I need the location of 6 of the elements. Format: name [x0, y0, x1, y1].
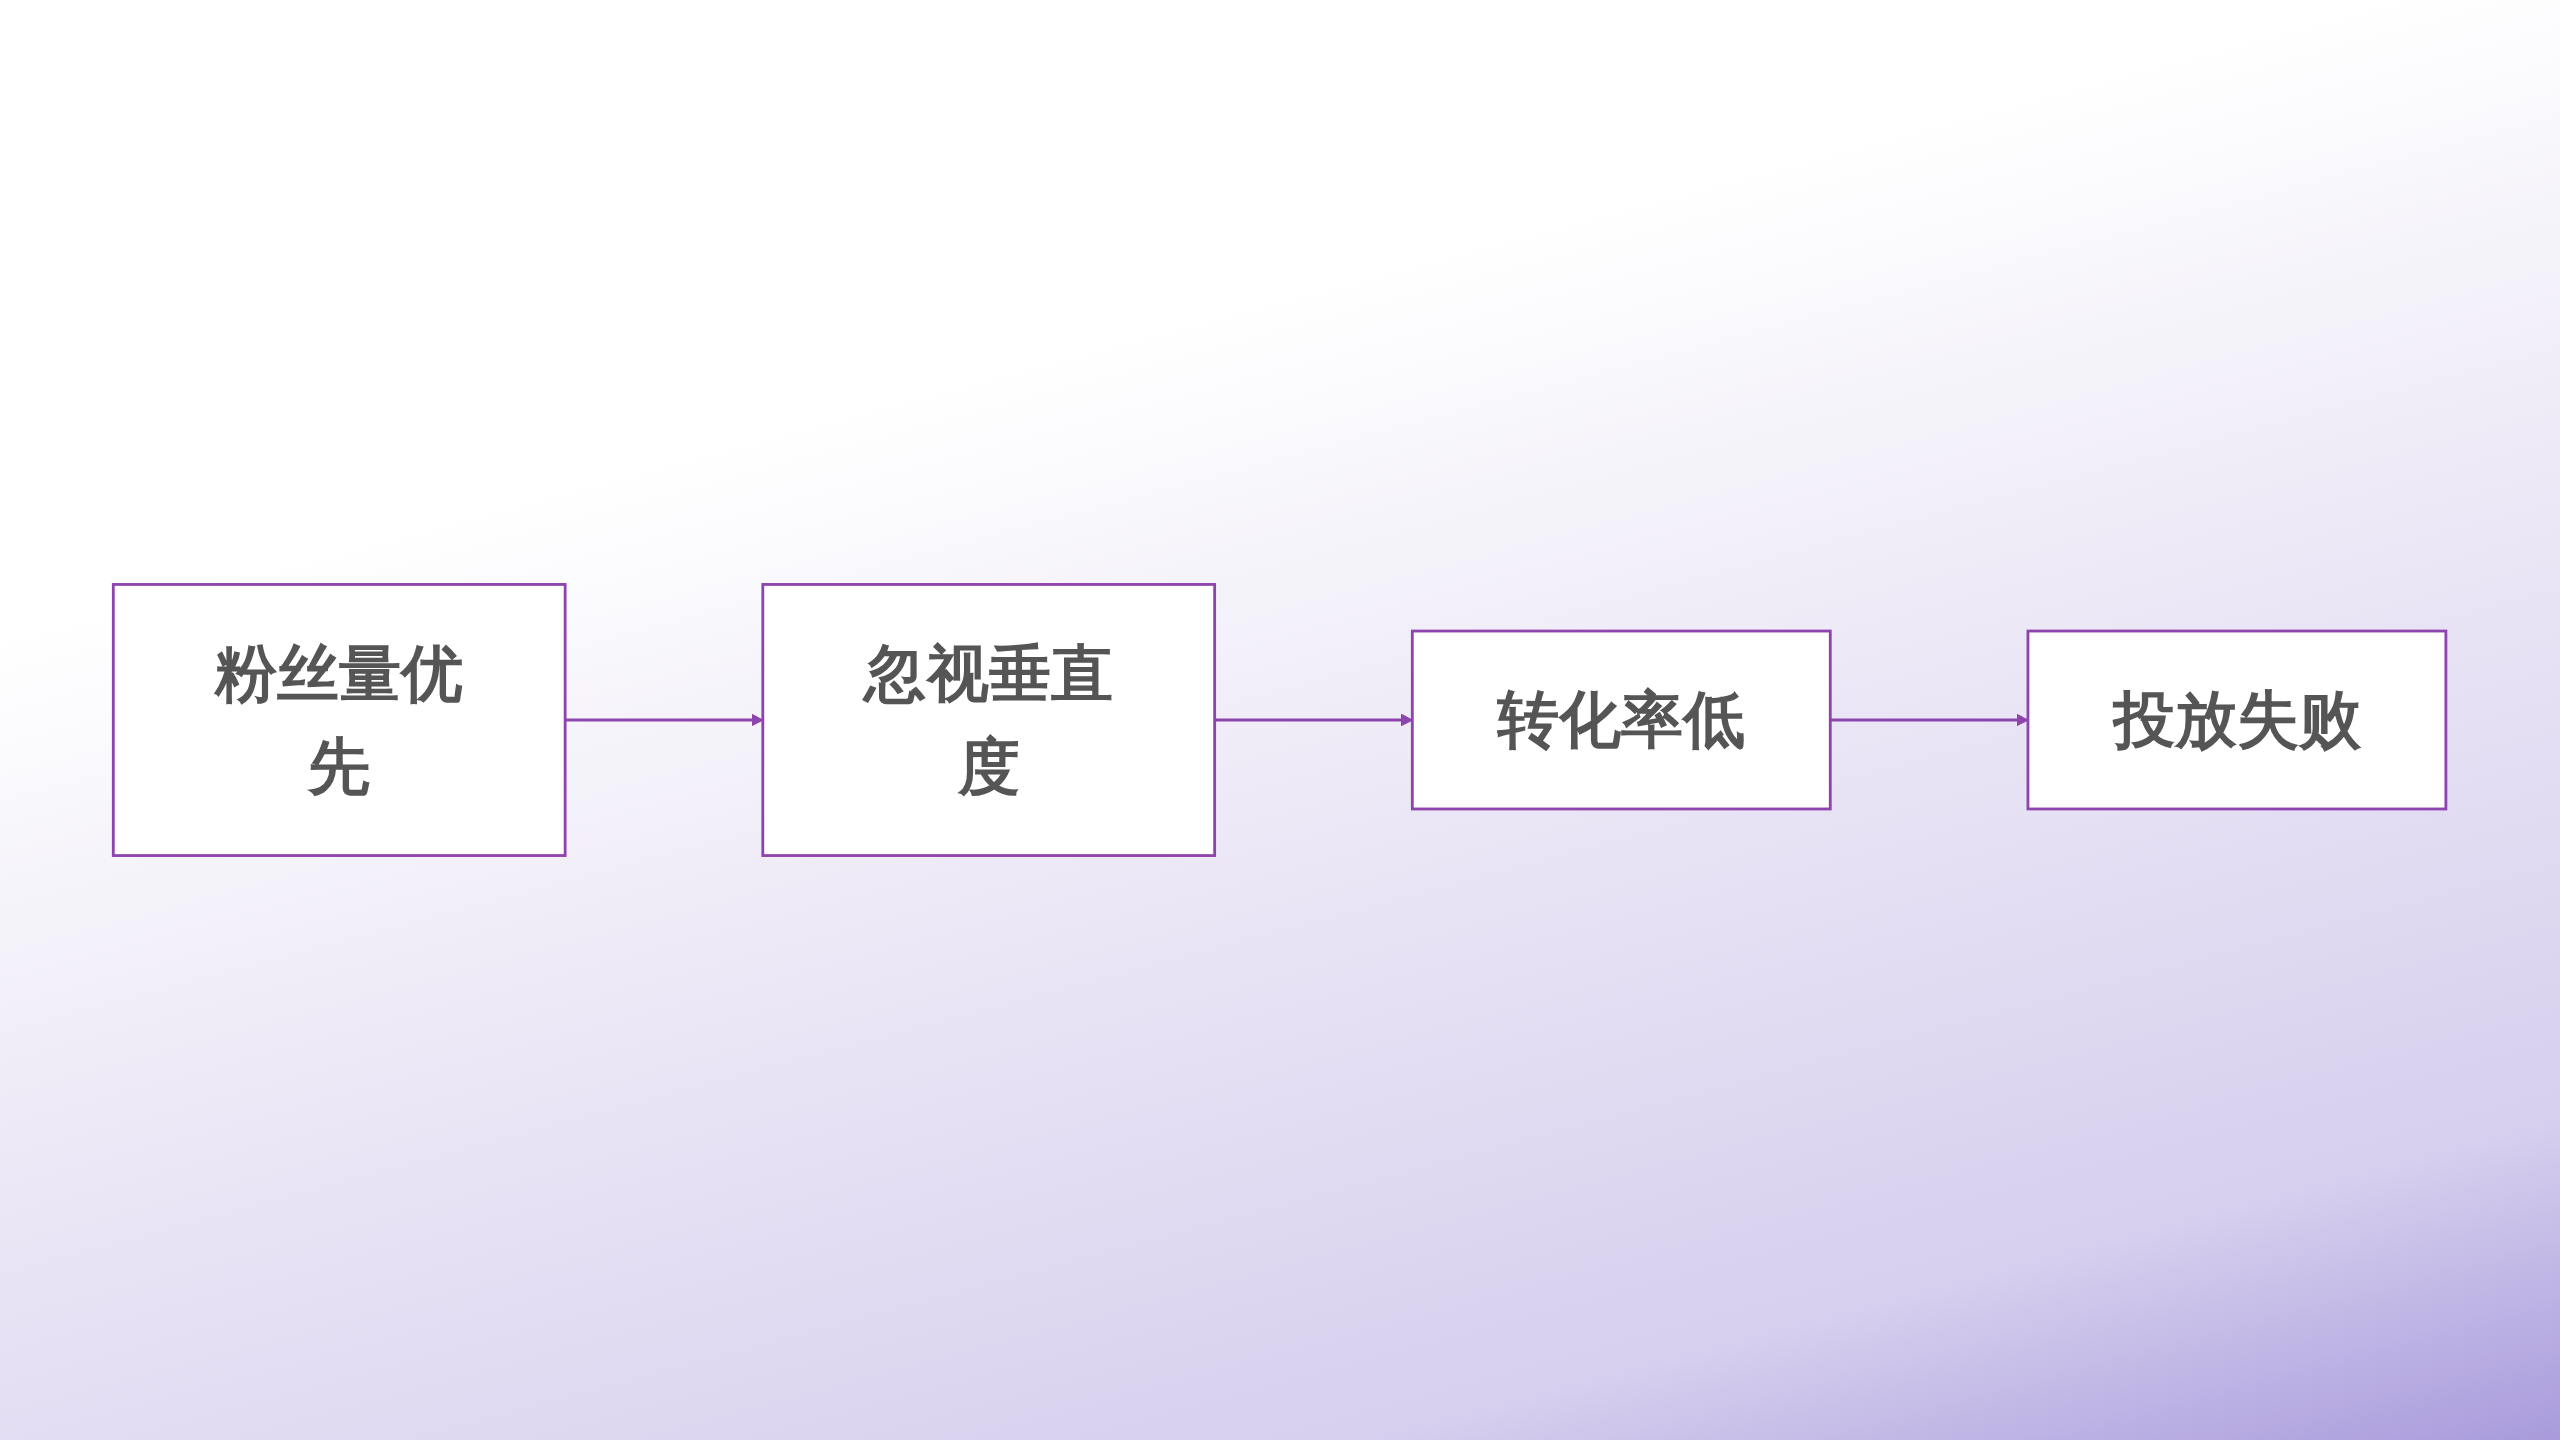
node-box: 转化率低	[1411, 629, 1833, 811]
node-box: 粉丝量优先	[112, 583, 567, 857]
arrow	[565, 713, 764, 727]
node-box: 忽视垂直度	[761, 583, 1217, 857]
node-box: 投放失败	[2026, 629, 2448, 811]
arrow	[1830, 713, 2029, 727]
